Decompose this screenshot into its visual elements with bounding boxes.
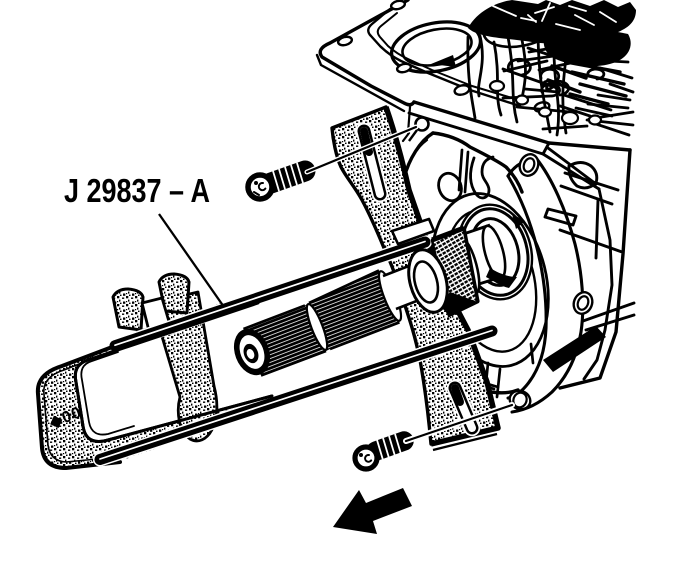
svg-text:J 29837 – A: J 29837 – A — [64, 172, 210, 209]
